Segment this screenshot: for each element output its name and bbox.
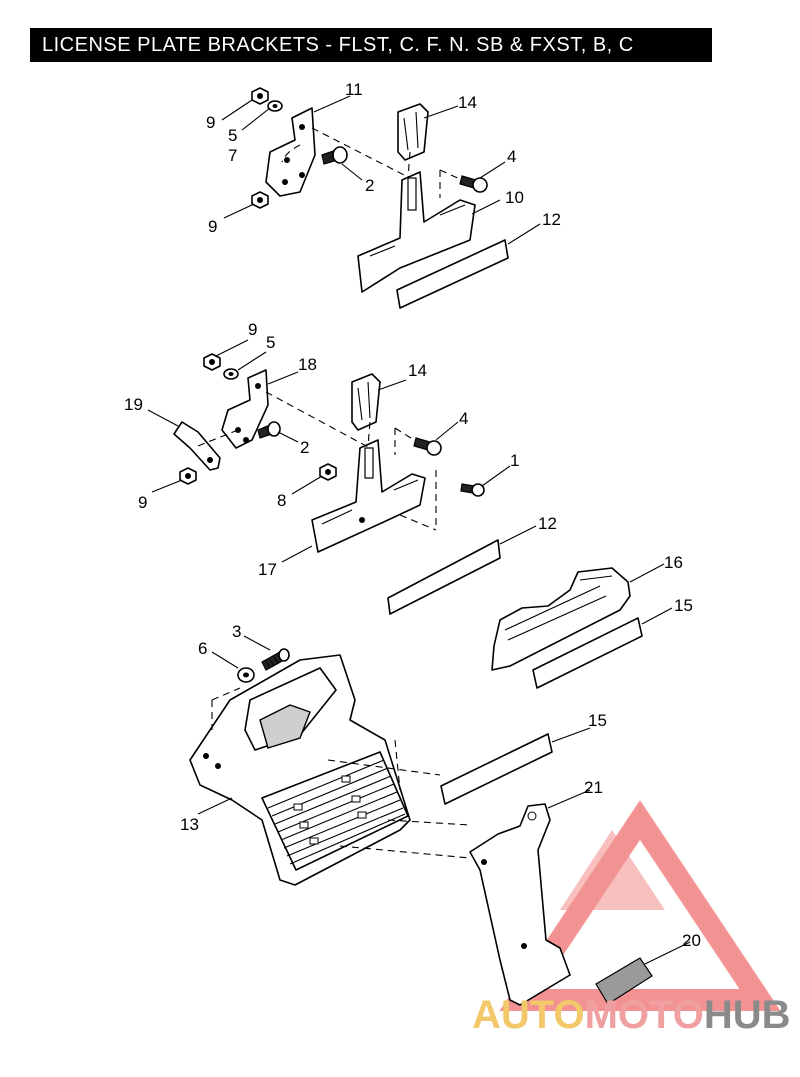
bolt-4-icon (459, 175, 488, 193)
grille-ribs (267, 759, 406, 865)
callout-9b: 9 (208, 217, 217, 236)
washer-5b-icon (223, 368, 239, 380)
tray-16-icon (491, 567, 631, 671)
callout-9d: 9 (138, 493, 147, 512)
callout-3: 3 (232, 622, 241, 641)
callout-12b: 12 (538, 514, 557, 533)
callout-2: 2 (365, 176, 374, 195)
group-top-assembly (251, 87, 509, 309)
callout-1: 1 (510, 451, 519, 470)
callout-15: 15 (674, 596, 693, 615)
leader-lines-bottom (197, 635, 691, 965)
callout-9: 9 (206, 113, 215, 132)
strip-15b-icon (440, 733, 553, 805)
bracket-19-icon (173, 421, 221, 471)
nut-9c-icon (203, 353, 221, 371)
callout-8: 8 (277, 491, 286, 510)
callout-12: 12 (542, 210, 561, 229)
callout-4: 4 (507, 147, 516, 166)
lens-grille (261, 751, 409, 871)
screw-3-icon (261, 648, 290, 671)
reflector-20-icon (595, 957, 653, 1005)
callout-5: 5 (228, 126, 237, 145)
watermark-logo-icon (499, 800, 781, 1011)
housing-13-lamp (259, 704, 311, 749)
bracket-18-icon (221, 369, 269, 449)
bracket-10-icon (357, 171, 476, 293)
bolt-2-icon (321, 146, 348, 165)
bracket-11-icon (265, 107, 316, 197)
bolt-4b-icon (413, 437, 442, 456)
callout-15b: 15 (588, 711, 607, 730)
nut-9d-icon (179, 467, 197, 485)
strip-12-icon (396, 239, 509, 309)
callout-2b: 2 (300, 438, 309, 457)
watermark-text: AUTOMOTOHUB (472, 993, 791, 1038)
watermark-auto: AUTO (472, 993, 585, 1037)
bolt-1-icon (460, 483, 485, 497)
callout-19: 19 (124, 395, 143, 414)
callout-5b: 5 (266, 333, 275, 352)
group-bottom-assembly (189, 648, 653, 1006)
group-middle-assembly (173, 353, 643, 689)
callout-10: 10 (505, 188, 524, 207)
clip-14-icon (397, 103, 429, 161)
callout-17: 17 (258, 560, 277, 579)
callout-labels: 9 5 7 11 14 4 2 9 10 12 9 5 18 14 19 4 2… (124, 80, 701, 950)
leader-lines-middle (147, 339, 673, 625)
nut-8-icon (319, 463, 337, 481)
watermark-hub: HUB (703, 993, 791, 1037)
callout-21: 21 (584, 778, 603, 797)
callout-6: 6 (198, 639, 207, 658)
leader-lines-top (221, 95, 541, 245)
callout-11: 11 (345, 80, 363, 99)
strip-12b-icon (387, 539, 501, 615)
bracket-17-icon (311, 439, 426, 553)
nut-9-icon (251, 87, 269, 105)
bolt-2b-icon (257, 421, 281, 439)
bracket-21-icon (469, 803, 571, 1006)
callout-14b: 14 (408, 361, 427, 380)
callout-9c: 9 (248, 320, 257, 339)
watermark-moto: MOTO (584, 993, 704, 1037)
nut-9b-icon (251, 191, 269, 209)
callout-13: 13 (180, 815, 199, 834)
callout-18: 18 (298, 355, 317, 374)
callout-20: 20 (682, 931, 701, 950)
page-title: LICENSE PLATE BRACKETS - FLST, C. F. N. … (30, 28, 712, 62)
washer-5-icon (267, 100, 283, 112)
callout-4b: 4 (459, 409, 468, 428)
callout-16: 16 (664, 553, 683, 572)
callout-7: 7 (228, 146, 237, 165)
clip-14b-icon (351, 373, 381, 431)
callout-14: 14 (458, 93, 477, 112)
strip-15-icon (532, 617, 643, 689)
washer-6-icon (237, 667, 255, 683)
